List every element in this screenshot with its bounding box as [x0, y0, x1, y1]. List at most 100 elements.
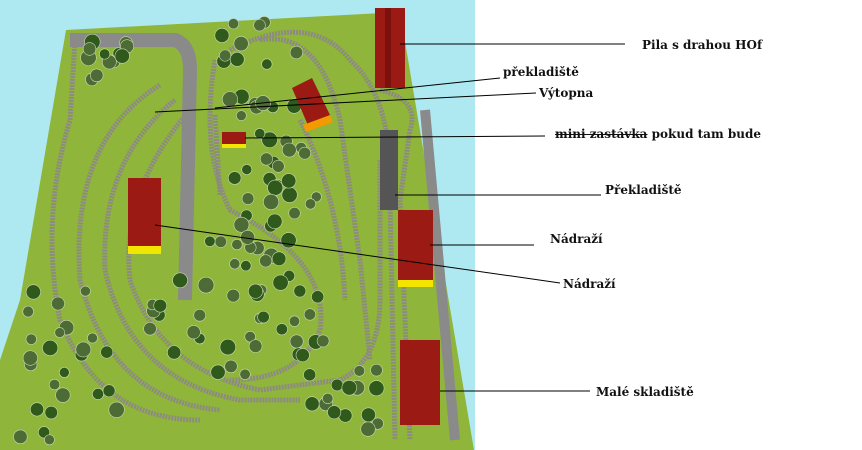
tree [89, 68, 104, 83]
tree [267, 179, 284, 196]
tree [295, 348, 310, 363]
tree [254, 128, 266, 140]
tree [108, 401, 125, 418]
tree [222, 91, 238, 108]
tree [13, 429, 28, 444]
tree [370, 363, 383, 377]
tree [44, 405, 58, 420]
tree [143, 322, 157, 336]
tree [311, 290, 325, 304]
building-nadrazi-right [398, 210, 433, 287]
tree [214, 235, 227, 248]
tree [227, 171, 242, 185]
tree [316, 334, 330, 348]
tree [353, 365, 366, 377]
tree [257, 310, 270, 324]
tree [271, 251, 287, 266]
label-prekladiste: Překladiště [605, 183, 682, 197]
leader-vytopna [154, 92, 537, 113]
building-mini-zastavka [222, 132, 246, 148]
tree [54, 327, 66, 338]
tree [310, 191, 322, 203]
tree [22, 305, 34, 318]
tree [210, 364, 226, 380]
tree [99, 48, 111, 60]
label-mini-zastavka-rest: pokud tam bude [647, 127, 761, 141]
tree [267, 213, 283, 230]
tree [368, 380, 385, 397]
tree [75, 341, 92, 358]
tree [229, 51, 245, 67]
tree [288, 315, 301, 327]
tree [87, 332, 98, 344]
tree [58, 367, 70, 378]
tree [229, 258, 241, 270]
building-nadrazi-left [128, 178, 161, 254]
tree [25, 333, 37, 345]
tree [236, 110, 247, 121]
tracks [49, 29, 415, 441]
tree [219, 338, 237, 356]
tree [114, 48, 130, 64]
tree [361, 407, 376, 423]
tree [193, 309, 206, 322]
tree [304, 396, 320, 412]
tree [281, 142, 297, 158]
tree [219, 49, 232, 62]
tree [55, 387, 71, 403]
tree [253, 19, 266, 32]
tree [214, 28, 230, 43]
tree [280, 232, 297, 249]
tree [100, 345, 114, 359]
tree [25, 284, 41, 300]
tree [82, 42, 97, 56]
tree [22, 350, 38, 366]
tree [360, 421, 376, 437]
trees [13, 16, 385, 446]
tree [167, 345, 182, 360]
tree [281, 186, 298, 203]
tree [92, 388, 104, 400]
tree [275, 323, 288, 336]
tree [304, 198, 317, 210]
tree [241, 192, 255, 205]
tree [48, 378, 61, 391]
tree [51, 296, 65, 311]
building-male-skladiste [400, 340, 440, 425]
label-prekladiste-small: překladiště [503, 65, 579, 79]
tree [226, 288, 241, 303]
leader-mini-zastavka [244, 135, 546, 139]
tree [303, 368, 317, 382]
tree [330, 378, 344, 392]
tree [172, 272, 188, 289]
tree [288, 206, 301, 220]
tree [239, 368, 251, 380]
tree [227, 18, 240, 30]
tree [341, 379, 358, 396]
tree [259, 254, 273, 268]
tree [224, 359, 238, 374]
tree [298, 146, 312, 160]
tree [197, 276, 215, 294]
tree [281, 173, 297, 189]
tree [233, 36, 249, 52]
tree [248, 339, 263, 353]
tree [289, 334, 304, 349]
tree [272, 274, 289, 291]
label-mini-zastavka: mini zastávka pokud tam bude [555, 127, 761, 141]
tree [248, 283, 263, 299]
leader-prekladiste-small [214, 77, 501, 109]
tree [327, 405, 342, 420]
tree [261, 131, 278, 149]
tree [42, 339, 59, 356]
tree [261, 58, 273, 70]
tree [293, 284, 307, 298]
tree [80, 285, 91, 297]
tree [259, 152, 273, 166]
leader-nadrazi-2 [154, 224, 561, 284]
roads [70, 33, 460, 441]
tree [204, 235, 216, 247]
label-pila: Pila s drahou HOf [642, 38, 763, 52]
